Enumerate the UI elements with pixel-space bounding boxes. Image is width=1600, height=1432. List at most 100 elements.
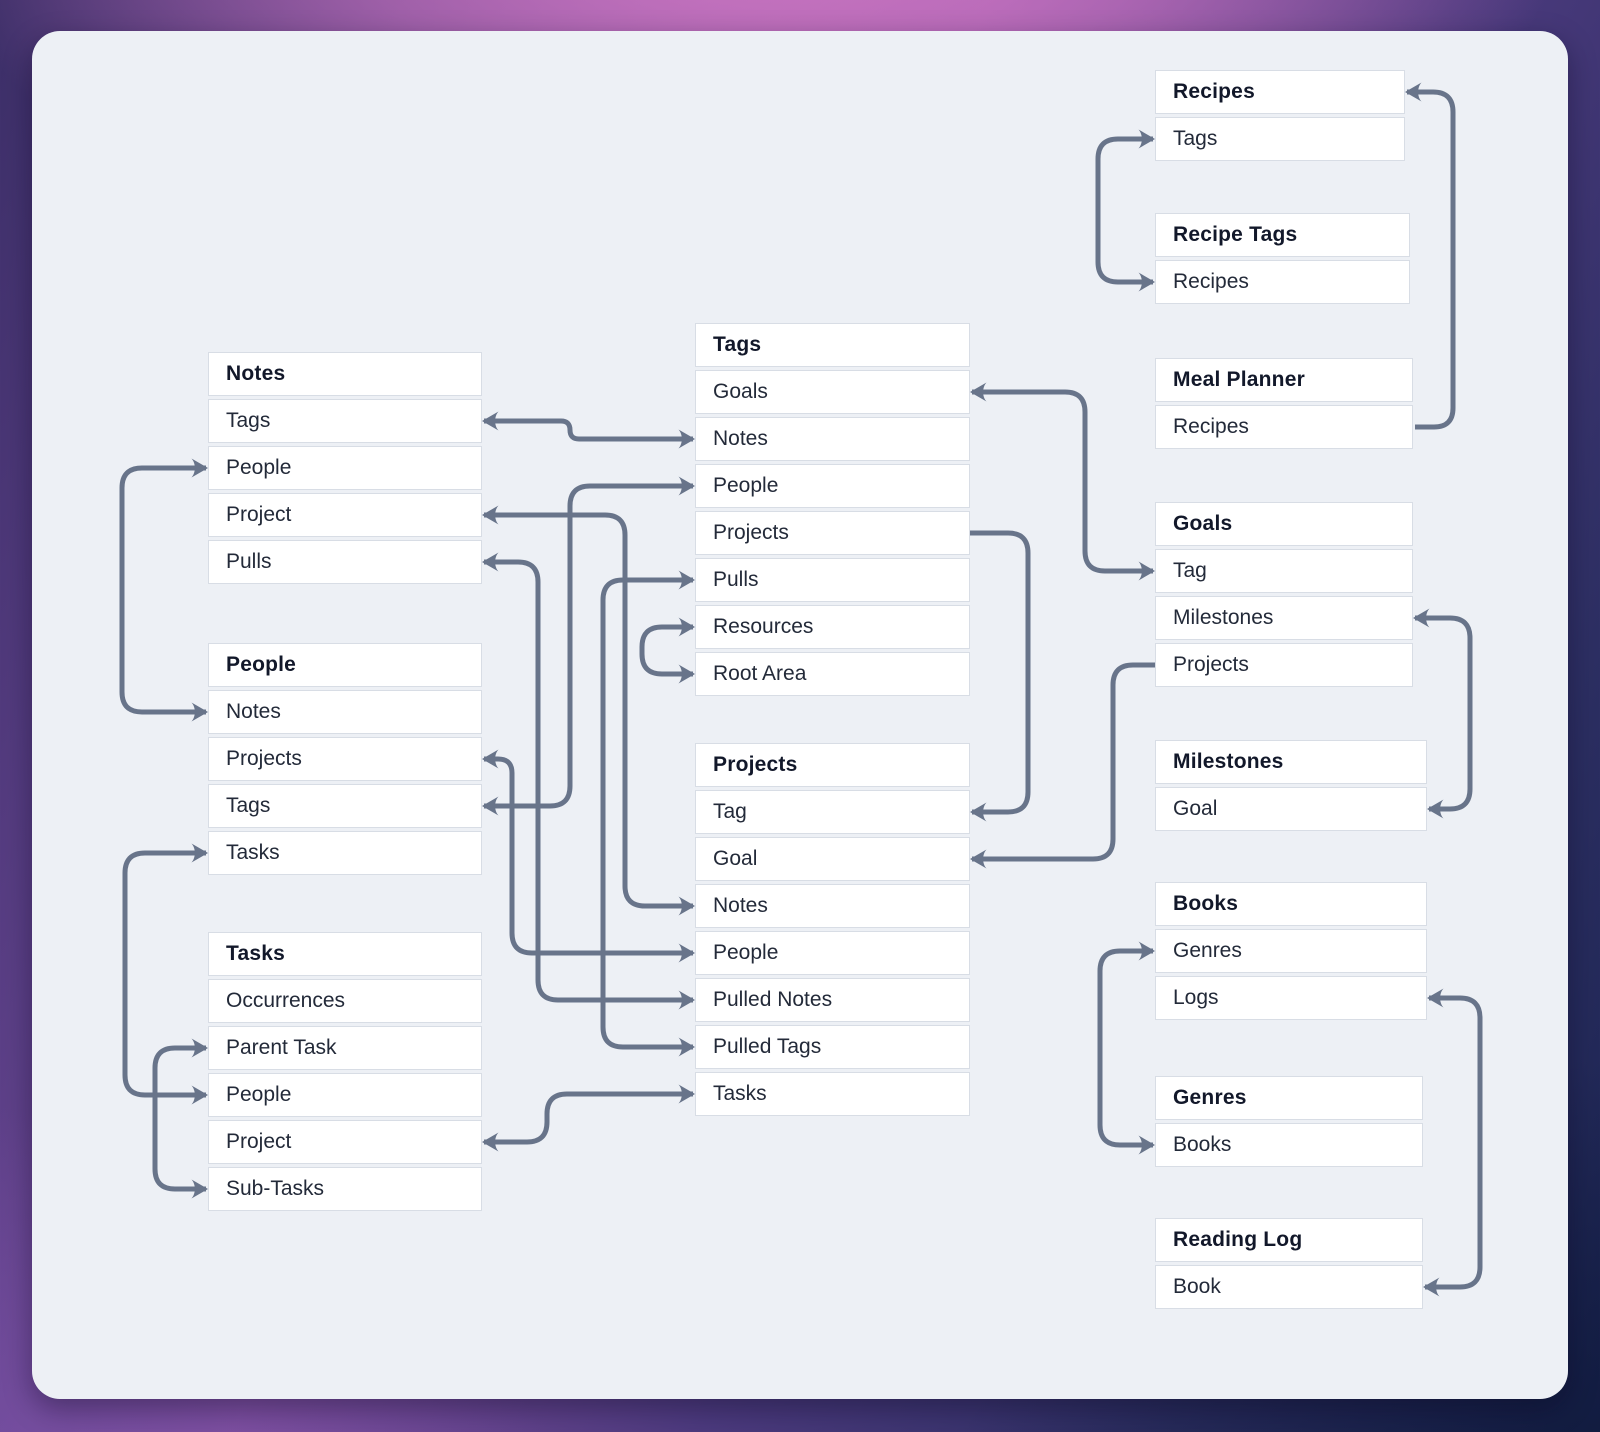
field-label: Goals [713,380,768,403]
field-label: Goal [1173,797,1218,820]
field-label: Project [226,1130,292,1153]
field-goals-tag[interactable]: Tag [1155,549,1413,593]
field-label: Sub-Tasks [226,1177,325,1200]
field-label: Resources [713,615,814,638]
field-label: Book [1173,1275,1221,1298]
field-meal-planner-recipes[interactable]: Recipes [1155,405,1413,449]
table-title-label: Goals [1173,512,1233,535]
table-books-title[interactable]: Books [1155,882,1427,926]
table-goals-title[interactable]: Goals [1155,502,1413,546]
field-label: People [713,941,779,964]
field-people-tags[interactable]: Tags [208,784,482,828]
field-projects-tag[interactable]: Tag [695,790,970,834]
table-recipe-tags-title[interactable]: Recipe Tags [1155,213,1410,257]
field-notes-tags[interactable]: Tags [208,399,482,443]
field-label: Tasks [226,841,280,864]
table-title-label: Projects [713,753,798,776]
table-reading-log-title[interactable]: Reading Log [1155,1218,1423,1262]
field-label: Genres [1173,939,1242,962]
table-tasks-title[interactable]: Tasks [208,932,482,976]
field-label: Pulled Notes [713,988,833,1011]
field-people-notes[interactable]: Notes [208,690,482,734]
field-books-genres[interactable]: Genres [1155,929,1427,973]
table-meal-planner-title[interactable]: Meal Planner [1155,358,1413,402]
field-notes-project[interactable]: Project [208,493,482,537]
table-milestones-title[interactable]: Milestones [1155,740,1427,784]
table-notes-title[interactable]: Notes [208,352,482,396]
field-label: Recipes [1173,270,1249,293]
field-label: Tasks [713,1082,767,1105]
field-recipes-tags[interactable]: Tags [1155,117,1405,161]
table-title-label: Meal Planner [1173,368,1305,391]
field-tasks-people[interactable]: People [208,1073,482,1117]
field-tags-root-area[interactable]: Root Area [695,652,970,696]
field-label: Parent Task [226,1036,337,1059]
table-title-label: Recipe Tags [1173,223,1298,246]
field-goals-milestones[interactable]: Milestones [1155,596,1413,640]
field-people-projects[interactable]: Projects [208,737,482,781]
field-label: Notes [713,427,768,450]
field-projects-pulled-tags[interactable]: Pulled Tags [695,1025,970,1069]
field-tasks-occurrences[interactable]: Occurrences [208,979,482,1023]
table-title-label: Notes [226,362,286,385]
table-genres-title[interactable]: Genres [1155,1076,1423,1120]
table-projects-title[interactable]: Projects [695,743,970,787]
table-people-title[interactable]: People [208,643,482,687]
field-reading-log-book[interactable]: Book [1155,1265,1423,1309]
field-label: Occurrences [226,989,346,1012]
field-tags-resources[interactable]: Resources [695,605,970,649]
field-tasks-parent-task[interactable]: Parent Task [208,1026,482,1070]
table-title-label: People [226,653,297,676]
field-people-tasks[interactable]: Tasks [208,831,482,875]
field-books-logs[interactable]: Logs [1155,976,1427,1020]
field-projects-people[interactable]: People [695,931,970,975]
field-label: Pulled Tags [713,1035,822,1058]
field-tags-people[interactable]: People [695,464,970,508]
field-projects-goal[interactable]: Goal [695,837,970,881]
field-label: Notes [713,894,768,917]
field-tags-projects[interactable]: Projects [695,511,970,555]
table-tags-title[interactable]: Tags [695,323,970,367]
field-goals-projects[interactable]: Projects [1155,643,1413,687]
field-notes-pulls[interactable]: Pulls [208,540,482,584]
field-label: People [713,474,779,497]
field-label: Project [226,503,292,526]
field-label: Tag [713,800,747,823]
field-tasks-sub-tasks[interactable]: Sub-Tasks [208,1167,482,1211]
field-label: Projects [1173,653,1249,676]
table-title-label: Genres [1173,1086,1247,1109]
field-notes-people[interactable]: People [208,446,482,490]
field-label: People [226,456,292,479]
field-projects-notes[interactable]: Notes [695,884,970,928]
field-label: Goal [713,847,758,870]
field-tasks-project[interactable]: Project [208,1120,482,1164]
field-tags-notes[interactable]: Notes [695,417,970,461]
field-recipe-tags-recipes[interactable]: Recipes [1155,260,1410,304]
field-label: Projects [713,521,789,544]
field-genres-books[interactable]: Books [1155,1123,1423,1167]
table-title-label: Reading Log [1173,1228,1303,1251]
table-title-label: Tags [713,333,762,356]
field-projects-tasks[interactable]: Tasks [695,1072,970,1116]
field-label: Projects [226,747,302,770]
field-label: Milestones [1173,606,1274,629]
table-title-label: Books [1173,892,1239,915]
field-milestones-goal[interactable]: Goal [1155,787,1427,831]
field-label: Recipes [1173,415,1249,438]
field-tags-pulls[interactable]: Pulls [695,558,970,602]
field-label: Tag [1173,559,1207,582]
table-recipes-title[interactable]: Recipes [1155,70,1405,114]
field-tags-goals[interactable]: Goals [695,370,970,414]
field-label: People [226,1083,292,1106]
field-projects-pulled-notes[interactable]: Pulled Notes [695,978,970,1022]
field-label: Tags [226,794,271,817]
